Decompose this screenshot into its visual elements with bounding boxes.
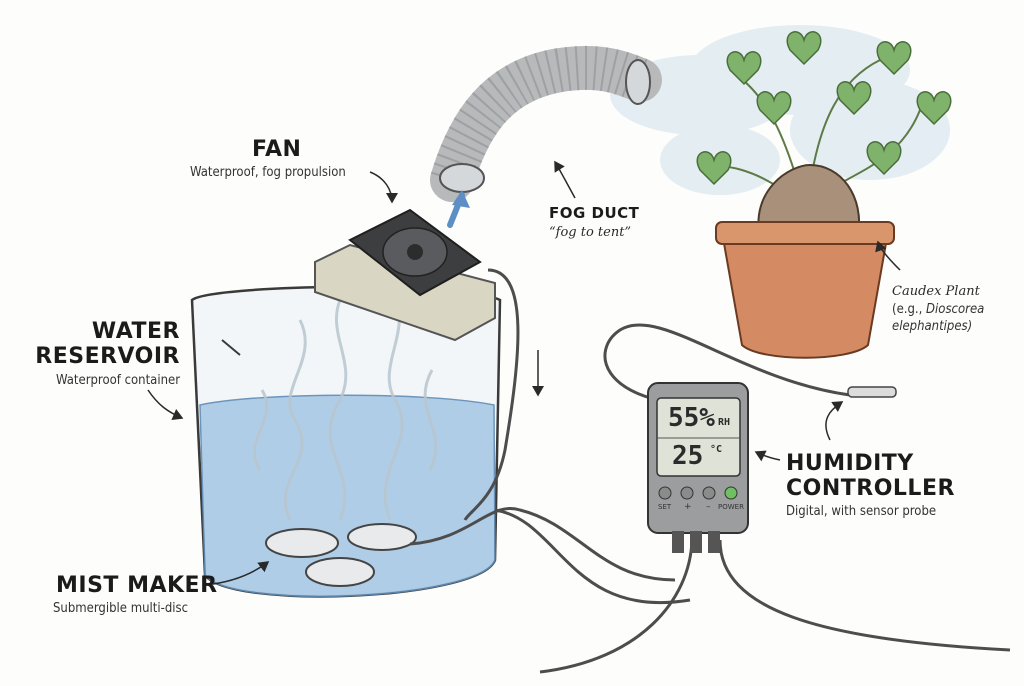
sensor-probe [847,386,897,398]
fan-subtitle: Waterproof, fog propulsion [190,165,346,180]
mist-maker-subtitle: Submergible multi-disc [53,601,189,616]
fog-duct-note: “fog to tent” [549,225,632,240]
humidity-controller-subtitle: Digital, with sensor probe [786,504,937,519]
water-reservoir-title-line1: WATER [91,319,180,344]
humidity-controller-title-line2: CONTROLLER [786,476,955,501]
button-label-power: POWER [718,503,744,511]
fog-duct-title: FOG DUCT [549,204,640,222]
caudex-plant-example-line3: elephantipes) [892,319,973,334]
caudex-plant-example: (e.g., Dioscorea [892,302,985,317]
fan-illustration [314,208,496,342]
humidity-controller-title-line1: HUMIDITY [786,451,914,476]
water-reservoir-title-line2: RESERVOIR [35,344,180,369]
mist-swirls [252,289,438,521]
lcd-temperature-value: 25 [672,441,704,471]
button-label-set: SET [658,503,672,511]
button-label-minus: – [706,502,711,512]
mist-maker-discs [265,523,417,587]
fan-title: FAN [252,137,302,162]
water-reservoir-subtitle: Waterproof container [56,373,180,388]
caudex-plant-illustration [696,31,952,359]
leader-arrows [147,160,901,586]
lcd-temperature-unit: °C [710,444,723,455]
caudex-plant-title: Caudex Plant [892,284,980,299]
fog-duct [430,45,662,202]
controller-illustration [647,382,749,553]
lcd-humidity-unit: RH [718,417,731,428]
mist-maker-title: MIST MAKER [56,573,218,598]
power-cables [409,268,1011,674]
lcd-humidity-value: 55% [668,403,715,433]
button-label-plus: + [684,502,692,512]
